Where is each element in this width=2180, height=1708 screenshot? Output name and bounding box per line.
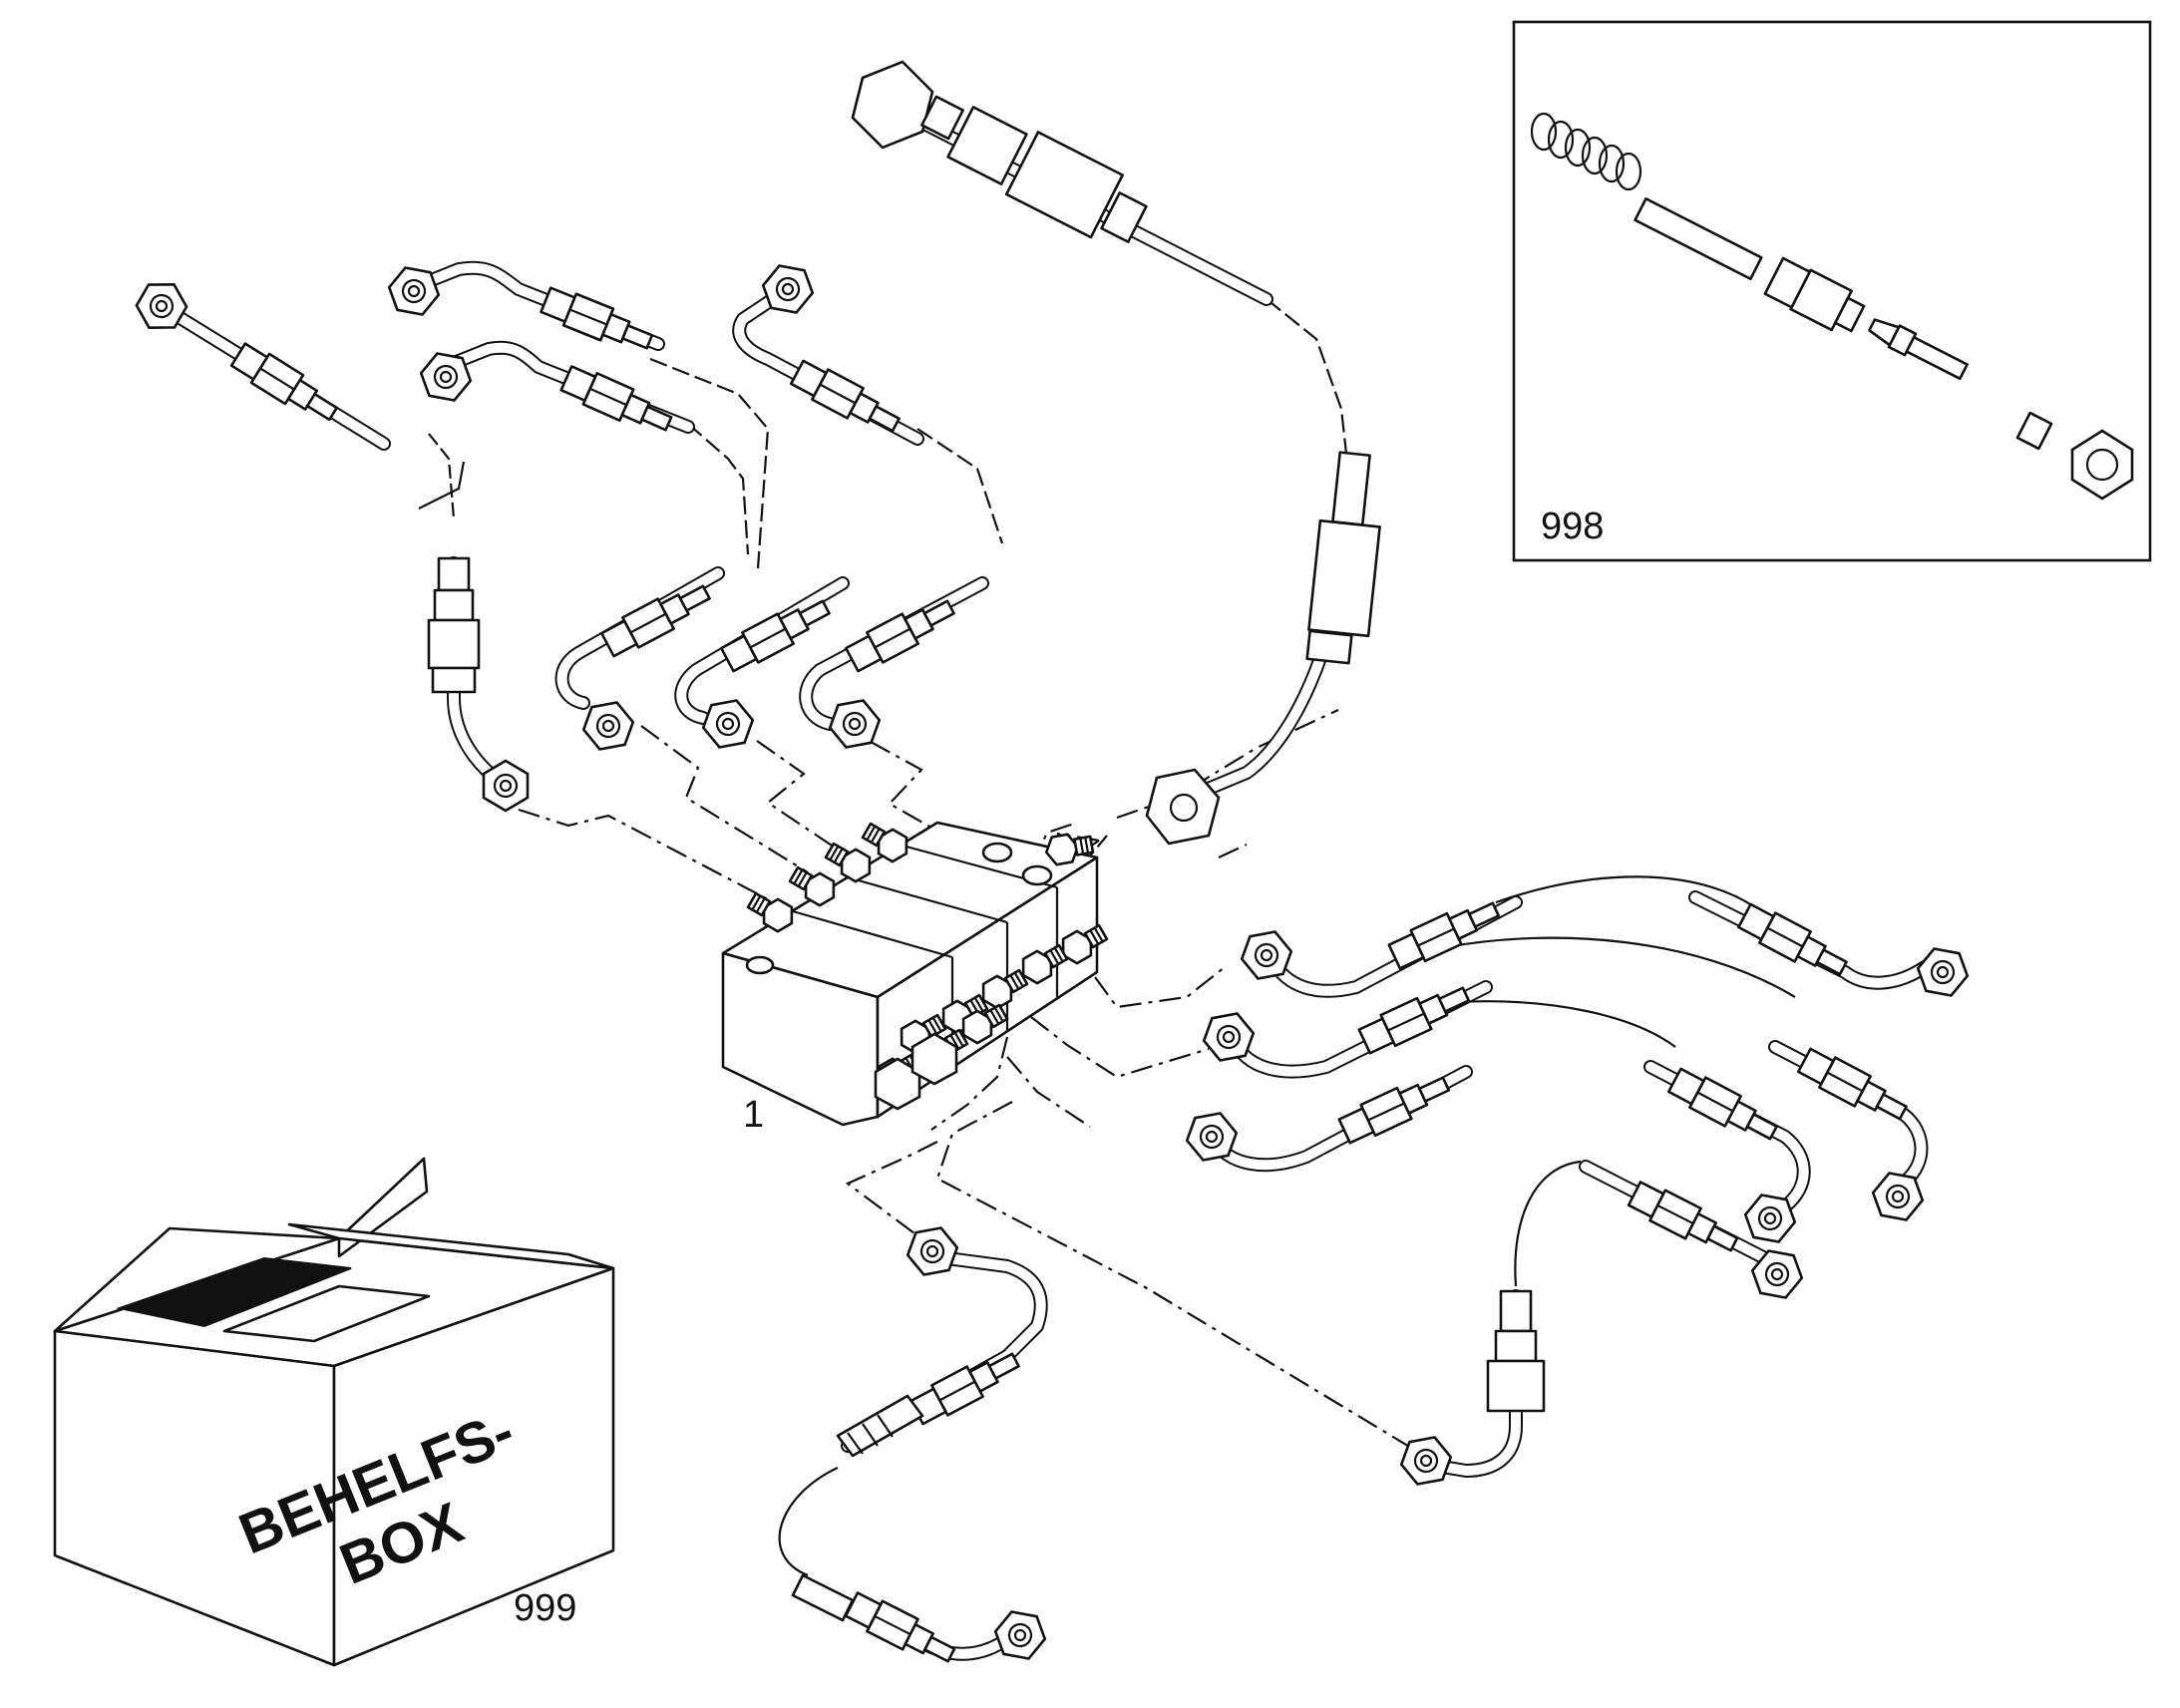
kit-ring bbox=[2015, 411, 2053, 451]
kit-nut bbox=[2070, 429, 2134, 501]
tube-assembly-h bbox=[1181, 1060, 1811, 1251]
callout-spares-kit: 998 bbox=[1541, 506, 1604, 547]
callout-distributor: 1 bbox=[743, 1094, 764, 1136]
tube-assembly-g bbox=[1198, 977, 1929, 1229]
spring bbox=[1530, 112, 1642, 191]
kit-nipple bbox=[1868, 318, 1969, 381]
callout-aux-box: 999 bbox=[514, 1587, 576, 1629]
connection-lines bbox=[428, 298, 1348, 569]
insert-sleeve bbox=[1634, 197, 1763, 281]
tube-assembly-d bbox=[732, 256, 989, 757]
tube-assembly-i bbox=[1395, 1160, 1808, 1494]
tube-assembly-f bbox=[1236, 890, 1974, 1005]
tube-assembly-a bbox=[129, 272, 530, 813]
tube-assembly-c bbox=[415, 340, 850, 757]
tube-assembly-e bbox=[851, 60, 1381, 846]
tube-assembly-j bbox=[791, 1218, 1051, 1672]
distributor-block: 1 bbox=[721, 817, 1112, 1136]
tube-assembly-b bbox=[383, 258, 725, 759]
spares-kit-inset: 998 bbox=[1512, 20, 2152, 562]
kit-fitting bbox=[1763, 256, 1866, 333]
aux-box: BEHELFS- BOX 999 bbox=[53, 1157, 615, 1667]
